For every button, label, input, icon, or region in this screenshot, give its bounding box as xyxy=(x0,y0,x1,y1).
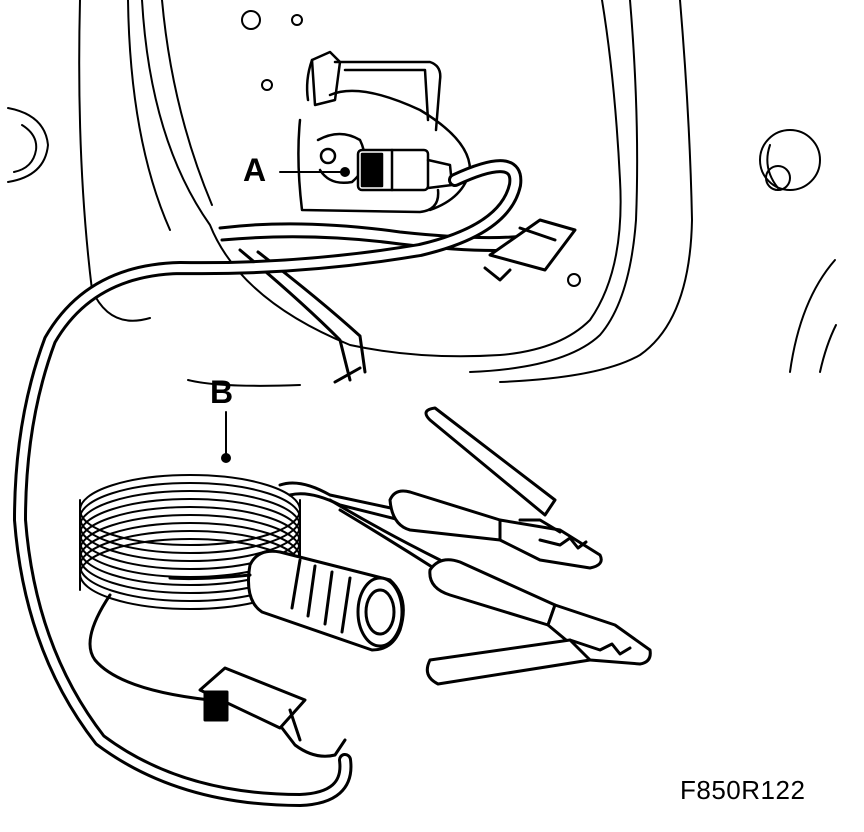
door-panel xyxy=(7,0,837,387)
figure-code: F850R122 xyxy=(680,775,806,805)
adapter-cable xyxy=(13,159,523,807)
connector-a xyxy=(356,148,454,192)
callout-leaders xyxy=(221,167,350,463)
door-harness xyxy=(218,218,577,384)
lock-mechanism xyxy=(297,50,472,214)
connector-right xyxy=(483,218,577,282)
callout-label-b: B xyxy=(210,374,234,410)
callout-label-a: A xyxy=(243,152,267,188)
crocodile-clip-upper xyxy=(388,406,603,570)
crocodile-clip-lower xyxy=(425,558,652,686)
lighter-socket xyxy=(168,549,405,652)
cable-coil xyxy=(79,474,301,610)
clip-leads xyxy=(278,481,442,574)
harness-connector-b xyxy=(88,593,347,758)
